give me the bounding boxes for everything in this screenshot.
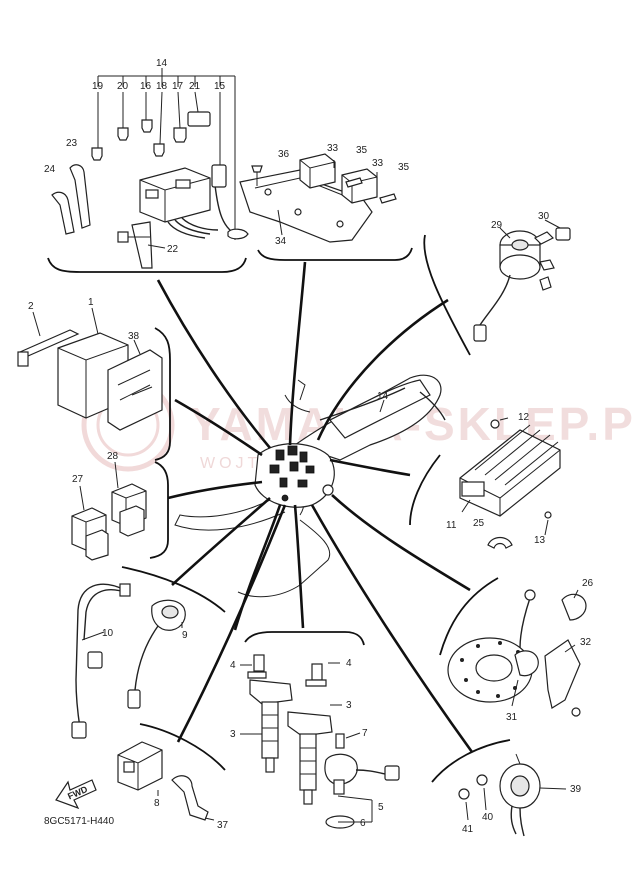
callout-14-fuse-set: 14 — [156, 58, 168, 69]
callout-35-left: 35 — [356, 145, 368, 156]
sensor-group — [324, 732, 400, 829]
callout-34: 34 — [275, 236, 287, 247]
sensor-clamp-group — [117, 741, 215, 821]
callout-11: 11 — [446, 520, 457, 531]
drawing-code: 8GC5171-H440 — [44, 816, 114, 827]
callout-4-left: 4 — [230, 660, 236, 671]
callout-35-right: 35 — [398, 162, 410, 173]
main-switch-group — [473, 219, 571, 342]
callout-4-right: 4 — [346, 658, 352, 669]
motorcycle-frame — [174, 374, 446, 598]
callout-6: 6 — [360, 818, 366, 829]
callout-22: 22 — [167, 244, 179, 255]
callout-32: 32 — [580, 637, 592, 648]
callout-1: 1 — [88, 297, 94, 308]
callout-26: 26 — [582, 578, 594, 589]
callout-24: 24 — [44, 164, 56, 175]
callout-16: 16 — [140, 81, 152, 92]
callout-37: 37 — [217, 820, 229, 831]
callout-25: 25 — [473, 518, 485, 529]
callout-28: 28 — [107, 451, 119, 462]
sensor-wires-group — [71, 583, 186, 739]
callout-9: 9 — [182, 630, 188, 641]
fwd-arrow-icon: FWD — [55, 779, 97, 810]
callout-29: 29 — [491, 220, 503, 231]
callout-14-harness: 14 — [377, 391, 389, 402]
horn-group — [458, 753, 567, 837]
callout-21: 21 — [189, 81, 201, 92]
relays-group — [71, 461, 147, 561]
rectifier-group — [459, 417, 561, 549]
callout-31: 31 — [506, 712, 518, 723]
callout-8: 8 — [154, 798, 160, 809]
callout-10: 10 — [102, 628, 114, 639]
group-brackets — [47, 234, 511, 783]
callout-30: 30 — [538, 211, 550, 222]
callout-19: 19 — [92, 81, 104, 92]
callout-27: 27 — [72, 474, 84, 485]
callout-40: 40 — [482, 812, 494, 823]
callout-33-right: 33 — [372, 158, 384, 169]
callout-36: 36 — [278, 149, 290, 160]
callout-39: 39 — [570, 784, 582, 795]
pickup-rotor-group — [447, 589, 587, 717]
callout-15: 15 — [214, 81, 226, 92]
callout-41: 41 — [462, 824, 474, 835]
callout-3-left: 3 — [230, 729, 236, 740]
ignition-coils-group — [240, 654, 342, 805]
relay-bracket-group — [239, 153, 397, 243]
callout-13: 13 — [534, 535, 546, 546]
callout-5: 5 — [378, 802, 384, 813]
callout-38: 38 — [128, 331, 140, 342]
fuse-box-group — [51, 68, 249, 269]
callout-2: 2 — [28, 301, 34, 312]
callout-20: 20 — [117, 81, 129, 92]
callout-23: 23 — [66, 138, 78, 149]
callout-18: 18 — [156, 81, 168, 92]
ecu-group — [17, 307, 163, 431]
callout-7: 7 — [362, 728, 368, 739]
callout-33-left: 33 — [327, 143, 339, 154]
callout-12: 12 — [518, 412, 530, 423]
leader-lines — [156, 261, 474, 753]
callout-3-right: 3 — [346, 700, 352, 711]
callout-17: 17 — [172, 81, 184, 92]
